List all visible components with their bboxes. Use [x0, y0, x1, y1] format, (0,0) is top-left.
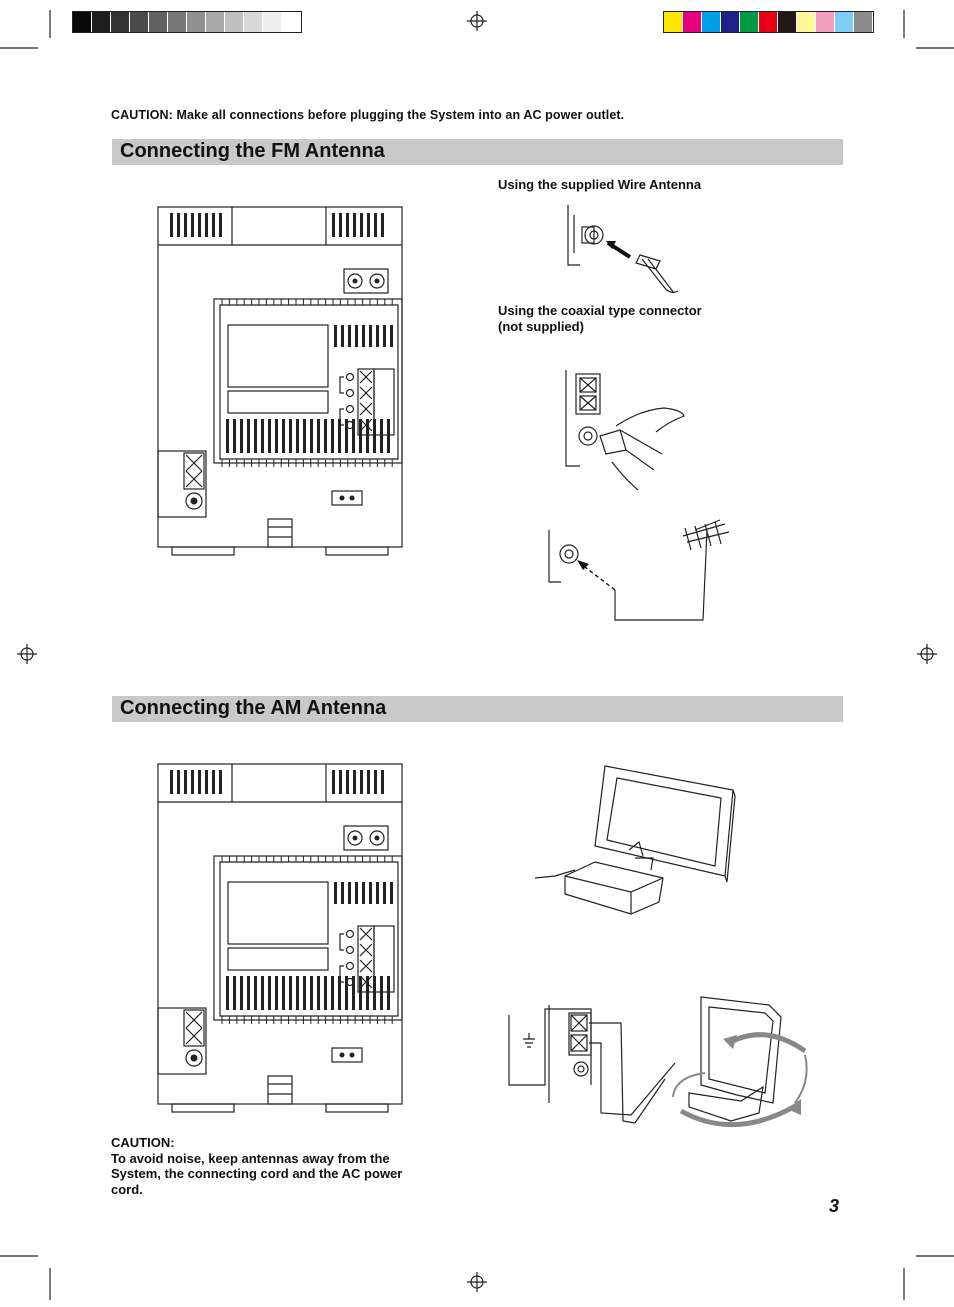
gray-swatch	[244, 12, 263, 32]
coax-caption-line2: (not supplied)	[498, 319, 584, 334]
caution-line2: System, the connecting cord and the AC p…	[111, 1166, 403, 1181]
gray-swatch	[225, 12, 244, 32]
gray-swatch	[263, 12, 282, 32]
color-swatch	[721, 12, 740, 32]
wire-antenna-caption: Using the supplied Wire Antenna	[498, 177, 702, 192]
am-section-title: Connecting the AM Antenna	[120, 697, 387, 719]
color-swatch	[797, 12, 816, 32]
color-swatch	[664, 12, 683, 32]
fm-section-title: Connecting the FM Antenna	[120, 140, 385, 162]
am-rear-panel-illustration	[157, 763, 403, 1113]
color-swatch	[778, 12, 797, 32]
color-swatch	[683, 12, 702, 32]
gray-swatch	[187, 12, 206, 32]
color-swatch	[759, 12, 778, 32]
color-calibration-bar	[663, 11, 874, 33]
color-swatch	[740, 12, 759, 32]
gray-swatch	[111, 12, 130, 32]
grayscale-calibration-bar	[72, 11, 302, 33]
gray-swatch	[282, 12, 301, 32]
gray-swatch	[73, 12, 92, 32]
gray-swatch	[130, 12, 149, 32]
caution-heading: CAUTION:	[111, 1135, 175, 1150]
gray-swatch	[92, 12, 111, 32]
color-swatch	[702, 12, 721, 32]
color-swatch	[835, 12, 854, 32]
fm-section-header: Connecting the FM Antenna	[112, 139, 843, 165]
coax-connector-caption: Using the coaxial type connector (not su…	[498, 303, 702, 335]
coax-connector-illustration	[565, 370, 685, 491]
caution-line1: To avoid noise, keep antennas away from …	[111, 1150, 390, 1166]
am-loop-antenna-assembly-illustration	[534, 765, 736, 915]
gray-swatch	[206, 12, 225, 32]
color-swatch	[854, 12, 873, 32]
fm-rear-panel-illustration	[157, 206, 403, 556]
caution-line3: cord.	[111, 1181, 143, 1197]
outdoor-antenna-illustration	[548, 519, 730, 621]
gray-swatch	[149, 12, 168, 32]
caution-notice-top: CAUTION: Make all connections before plu…	[111, 108, 625, 122]
am-antenna-connection-illustration	[508, 996, 808, 1128]
gray-swatch	[168, 12, 187, 32]
registration-mark-icon	[17, 11, 937, 1292]
am-section-header: Connecting the AM Antenna	[112, 696, 843, 722]
page-number: 3	[829, 1196, 840, 1216]
color-swatch	[816, 12, 835, 32]
wire-antenna-illustration	[567, 205, 679, 294]
coax-caption-line1: Using the coaxial type connector	[498, 303, 702, 318]
caution-notice-bottom: CAUTION: To avoid noise, keep antennas a…	[111, 1135, 461, 1197]
